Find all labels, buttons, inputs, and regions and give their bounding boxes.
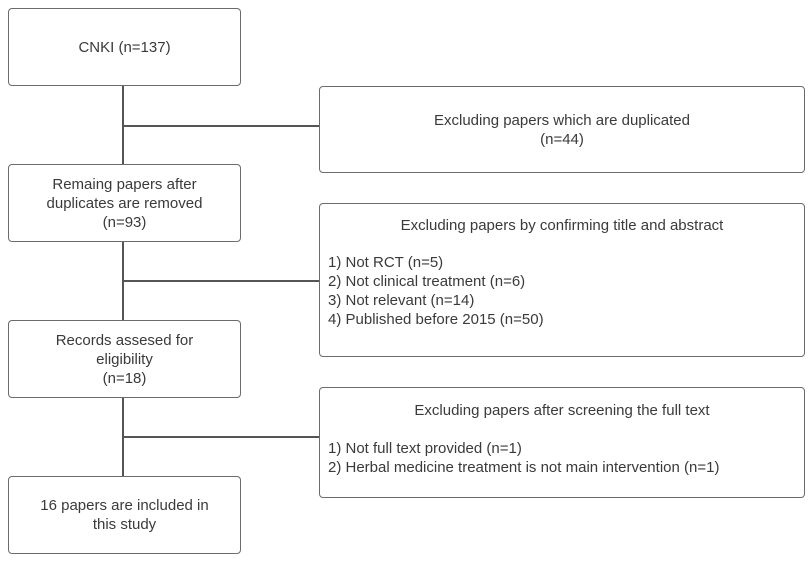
full-text-exclusion-title: Excluding papers after screening the ful… (414, 402, 710, 419)
included-line-1: 16 papers are included in (40, 497, 209, 514)
exclusion-connector (122, 125, 319, 127)
after-duplicates-box: Remaing papers after duplicates are remo… (8, 164, 241, 242)
eligibility-line-1: Records assesed for (55, 331, 194, 349)
exclusion-connector (122, 436, 319, 438)
included-line-2: this study (92, 516, 157, 533)
list-item: 2) Not clinical treatment (n=6) (328, 273, 526, 290)
eligibility-line-2: eligibility (96, 350, 153, 368)
list-item: 1) Not full text provided (n=1) (328, 440, 522, 457)
title-abstract-exclusion-list: 1) Not RCT (n=5) 2) Not clinical treatme… (328, 253, 796, 329)
list-item: 4) Published before 2015 (n=50) (328, 311, 544, 328)
list-item: 3) Not relevant (n=14) (328, 292, 475, 309)
duplicates-exclusion-box: Excluding papers which are duplicated (n… (319, 86, 805, 173)
list-item: 1) Not RCT (n=5) (328, 254, 444, 271)
eligibility-count: (n=18) (102, 369, 147, 387)
eligibility-box: Records assesed for eligibility (n=18) (8, 320, 241, 398)
flow-connector (122, 85, 124, 164)
title-abstract-exclusion-box: Excluding papers by confirming title and… (319, 203, 805, 357)
duplicates-exclusion-title: Excluding papers which are duplicated (434, 111, 690, 129)
identification-text: CNKI (n=137) (78, 38, 171, 56)
after-duplicates-line-2: duplicates are removed (46, 194, 203, 212)
full-text-exclusion-list: 1) Not full text provided (n=1) 2) Herba… (328, 439, 796, 477)
full-text-exclusion-box: Excluding papers after screening the ful… (319, 387, 805, 498)
exclusion-connector (122, 280, 319, 282)
after-duplicates-line-1: Remaing papers after (52, 175, 197, 193)
list-item: 2) Herbal medicine treatment is not main… (328, 459, 720, 476)
title-abstract-exclusion-title: Excluding papers by confirming title and… (400, 217, 724, 234)
after-duplicates-count: (n=93) (102, 213, 147, 231)
identification-box: CNKI (n=137) (8, 8, 241, 86)
duplicates-exclusion-count: (n=44) (540, 130, 584, 148)
included-box: 16 papers are included in this study (8, 476, 241, 554)
